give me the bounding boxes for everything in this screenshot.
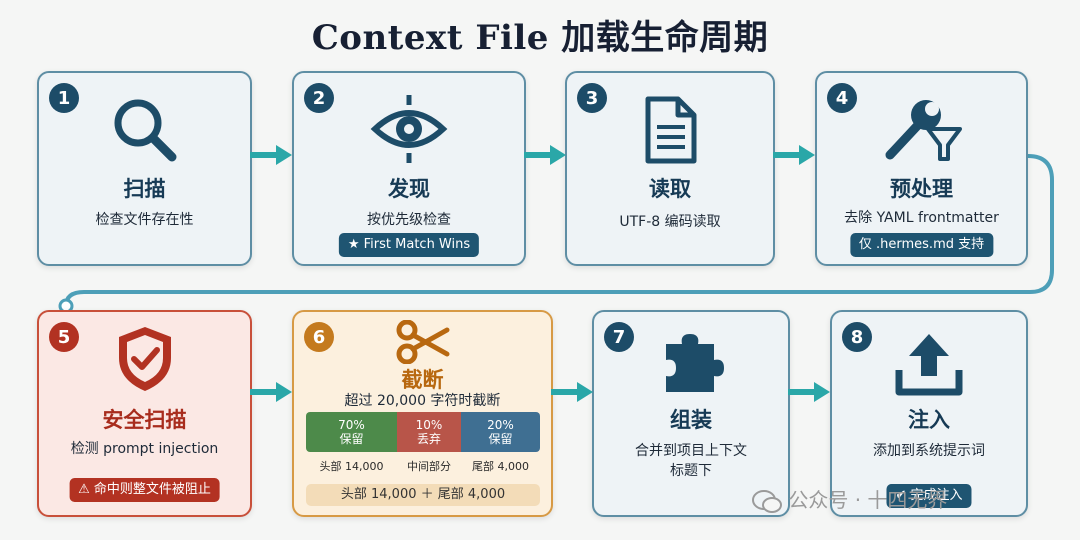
step-card-preprocess: 4 预处理 去除 YAML frontmatter 仅 .hermes.md 支… bbox=[815, 71, 1028, 266]
step-description: 检测 prompt injection bbox=[70, 441, 219, 457]
upload-tray-icon bbox=[895, 334, 963, 396]
segment-head-label: 头部 14,000 bbox=[319, 460, 384, 473]
step-title: 注入 bbox=[908, 408, 950, 432]
step-number-badge: 3 bbox=[577, 83, 607, 113]
segment-tail-label: 尾部 4,000 bbox=[472, 460, 529, 473]
step-number-badge: 1 bbox=[49, 83, 79, 113]
wrench-filter-icon bbox=[885, 100, 962, 161]
puzzle-icon bbox=[666, 334, 724, 392]
step-card-security-scan: 5 安全扫描 检测 prompt injection ⚠ 命中则整文件被阻止 bbox=[37, 310, 252, 517]
step-number-badge: 7 bbox=[604, 322, 634, 352]
wechat-icon bbox=[752, 489, 782, 513]
step-description: 合并到项目上下文 bbox=[635, 443, 747, 459]
segment-middle-drop: 10% 丢弃 bbox=[397, 412, 461, 452]
step-description: 去除 YAML frontmatter bbox=[844, 210, 999, 226]
flow-arrow bbox=[773, 145, 815, 165]
step-title: 发现 bbox=[388, 177, 430, 201]
step-description: 超过 20,000 字符时截断 bbox=[344, 393, 501, 409]
flow-arrow bbox=[250, 145, 292, 165]
step-number-badge: 6 bbox=[304, 322, 334, 352]
step-description: 添加到系统提示词 bbox=[873, 443, 985, 459]
flow-arrow bbox=[788, 382, 830, 402]
eye-target-icon bbox=[370, 95, 448, 163]
scissors-icon bbox=[396, 320, 449, 364]
step-card-scan: 1 扫描 检查文件存在性 bbox=[37, 71, 252, 266]
step-title: 预处理 bbox=[890, 177, 953, 201]
first-match-pill: ★ First Match Wins bbox=[338, 233, 480, 257]
step-card-discover: 2 发现 按优先级检查 ★ First Match Wins bbox=[292, 71, 526, 266]
document-icon bbox=[645, 96, 697, 164]
flow-arrow bbox=[551, 382, 593, 402]
step-description: 检查文件存在性 bbox=[95, 212, 194, 228]
step-card-inject: 8 注入 添加到系统提示词 ✔ 完成注入 bbox=[830, 310, 1028, 517]
step-description: UTF-8 编码读取 bbox=[619, 214, 721, 230]
step-number-badge: 8 bbox=[842, 322, 872, 352]
step-title: 组装 bbox=[670, 408, 712, 432]
segment-tail-keep: 20% 保留 bbox=[461, 412, 540, 452]
step-description: 按优先级检查 bbox=[367, 212, 451, 228]
block-warning-pill: ⚠ 命中则整文件被阻止 bbox=[69, 478, 220, 502]
flow-arrow bbox=[524, 145, 566, 165]
step-card-read: 3 读取 UTF-8 编码读取 bbox=[565, 71, 775, 266]
step-number-badge: 2 bbox=[304, 83, 334, 113]
step-title: 扫描 bbox=[123, 177, 166, 201]
watermark: 公众号 · 十四无界 bbox=[752, 484, 947, 514]
step-description-line2: 标题下 bbox=[670, 463, 712, 479]
hermes-only-pill: 仅 .hermes.md 支持 bbox=[849, 233, 994, 257]
magnifier-icon bbox=[114, 99, 176, 162]
segment-middle-label: 中间部分 bbox=[407, 460, 451, 473]
truncation-summary: 头部 14,000 ＋ 尾部 4,000 bbox=[306, 484, 540, 506]
segment-head-keep: 70% 保留 bbox=[306, 412, 397, 452]
step-title: 读取 bbox=[649, 177, 691, 201]
step-title: 截断 bbox=[401, 368, 444, 392]
page-title: Context File 加载生命周期 bbox=[311, 18, 769, 58]
step-number-badge: 4 bbox=[827, 83, 857, 113]
step-title: 安全扫描 bbox=[102, 408, 187, 432]
step-card-truncate: 6 截断 超过 20,000 字符时截断 70% 保留 10% 丢弃 20% 保… bbox=[292, 310, 553, 517]
step-number-badge: 5 bbox=[49, 322, 79, 352]
watermark-text: 公众号 · 十四无界 bbox=[788, 488, 948, 512]
flow-arrow bbox=[250, 382, 292, 402]
shield-check-icon bbox=[118, 327, 171, 391]
truncation-bar: 70% 保留 10% 丢弃 20% 保留 bbox=[306, 412, 540, 452]
inject-complete-pill: ✔ 完成注入 bbox=[886, 484, 972, 508]
step-card-assemble: 7 组装 合并到项目上下文 标题下 bbox=[592, 310, 790, 517]
